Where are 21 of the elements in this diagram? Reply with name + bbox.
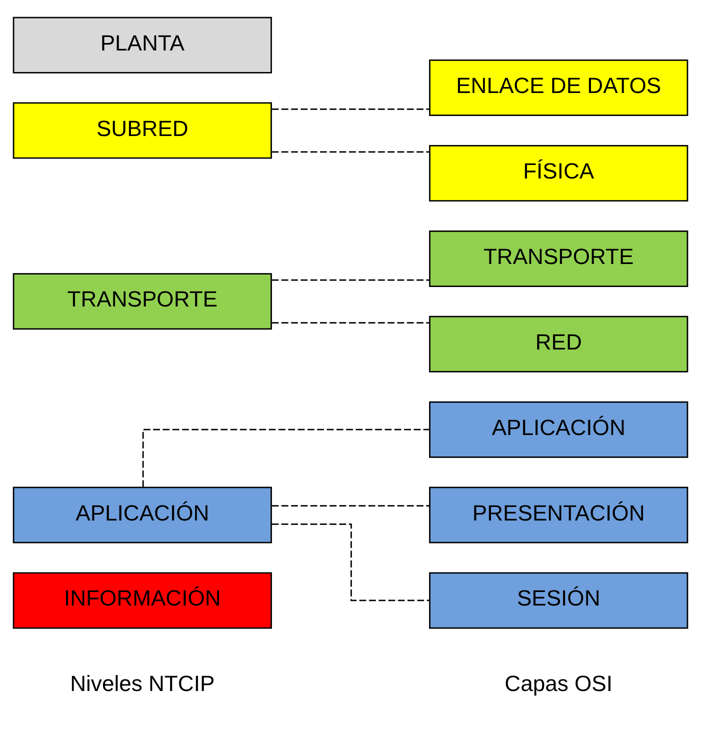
label: Niveles NTCIP — [70, 671, 215, 696]
node-box: INFORMACIÓN — [12, 572, 272, 629]
label: Capas OSI — [504, 671, 613, 696]
node-box: SESIÓN — [429, 572, 688, 629]
node-box: ENLACE DE DATOS — [429, 60, 688, 116]
connector — [272, 322, 430, 324]
connector — [272, 108, 430, 110]
connector — [272, 505, 430, 507]
node-box: APLICACIÓN — [12, 486, 272, 544]
node-box: SUBRED — [12, 102, 272, 159]
node-box: FÍSICA — [429, 145, 688, 202]
connector — [272, 279, 430, 281]
connector — [272, 151, 430, 153]
node-box: PRESENTACIÓN — [429, 486, 688, 544]
node-box: PLANTA — [12, 16, 272, 74]
node-box: APLICACIÓN — [429, 401, 688, 458]
node-box: RED — [429, 316, 688, 372]
node-box: TRANSPORTE — [429, 230, 688, 287]
node-box: TRANSPORTE — [12, 273, 272, 330]
connector — [272, 524, 430, 602]
connector — [142, 428, 430, 488]
